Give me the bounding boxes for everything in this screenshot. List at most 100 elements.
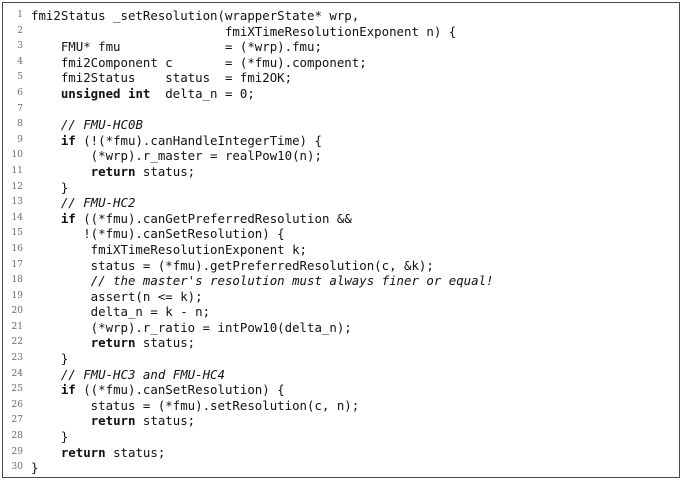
code-line: 27 return status; <box>3 413 679 429</box>
code-line: 3 FMU* fmu = (*wrp).fmu; <box>3 39 679 55</box>
code-line: 1 fmi2Status _setResolution(wrapperState*… <box>3 8 679 24</box>
code-line: 5 fmi2Status status = fmi2OK; <box>3 70 679 86</box>
keyword-token: return <box>90 413 136 429</box>
code-token <box>31 133 61 148</box>
line-number: 16 <box>11 243 23 254</box>
code-line: 16 fmiXTimeResolutionExponent k; <box>3 242 679 258</box>
code-line: 10 (*wrp).r_master = realPow10(n); <box>3 148 679 164</box>
code-line: 28 } <box>3 429 679 445</box>
code-line: 4 fmi2Component c = (*fmu).component; <box>3 55 679 71</box>
comment-token: // FMU-HC3 and FMU-HC4 <box>60 366 225 382</box>
code-token: status; <box>135 413 196 429</box>
code-text: } <box>31 351 68 367</box>
code-line: 18 // the master's resolution must alway… <box>3 273 679 289</box>
line-number: 22 <box>11 337 23 348</box>
code-line: 19 assert(n <= k); <box>3 289 679 305</box>
line-number: 11 <box>11 165 23 176</box>
line-number: 13 <box>11 197 23 208</box>
code-text: FMU* fmu = (*wrp).fmu; <box>31 39 322 55</box>
code-text: fmiXTimeResolutionExponent n) { <box>31 24 456 40</box>
code-token <box>31 195 61 210</box>
line-number: 29 <box>11 446 23 457</box>
code-token <box>31 164 91 179</box>
code-line: 15 !(*fmu).canSetResolution) { <box>3 226 679 242</box>
code-token: } <box>31 351 69 367</box>
code-line: 9 if (!(*fmu).canHandleIntegerTime) { <box>3 133 679 149</box>
keyword-token: if <box>60 382 76 398</box>
code-text: delta_n = k - n; <box>31 304 210 320</box>
line-number: 27 <box>11 415 23 426</box>
code-token <box>31 413 91 428</box>
code-token: ((*fmu).canGetPreferredResolution && <box>75 210 352 226</box>
line-number: 9 <box>17 134 23 145</box>
line-number: 12 <box>11 181 23 192</box>
line-number: 26 <box>11 399 23 410</box>
keyword-token: if <box>60 210 76 226</box>
code-token: status; <box>135 163 196 179</box>
code-token <box>31 211 61 226</box>
code-token: (*wrp).r_master = realPow10(n); <box>31 148 322 164</box>
code-line: 22 return status; <box>3 335 679 351</box>
line-number: 14 <box>11 212 23 223</box>
keyword-token: return <box>90 163 136 179</box>
code-text: // the master's resolution must always f… <box>31 273 494 289</box>
keyword-token: return <box>60 444 106 460</box>
code-token: fmiXTimeResolutionExponent k; <box>31 241 308 257</box>
code-text: status = (*fmu).getPreferredResolution(c… <box>31 258 434 274</box>
code-text: return status; <box>31 445 165 461</box>
code-token: fmiXTimeResolutionExponent n) { <box>31 23 457 39</box>
line-number: 1 <box>17 10 23 20</box>
code-token: } <box>31 429 69 445</box>
line-number: 15 <box>11 228 23 239</box>
code-text: return status; <box>31 413 195 429</box>
line-number: 25 <box>11 384 23 395</box>
code-line: 26 status = (*fmu).setResolution(c, n); <box>3 398 679 414</box>
code-token: (*wrp).r_ratio = intPow10(delta_n); <box>31 319 352 335</box>
code-text: (*wrp).r_master = realPow10(n); <box>31 148 322 164</box>
comment-token: // the master's resolution must always f… <box>90 273 494 289</box>
code-line: 25 if ((*fmu).canSetResolution) { <box>3 382 679 398</box>
code-token: status; <box>135 335 196 351</box>
comment-token: // FMU-HC2 <box>60 195 136 211</box>
line-number: 18 <box>11 275 23 286</box>
line-number: 2 <box>17 25 23 36</box>
keyword-token: return <box>90 335 136 351</box>
keyword-token: if <box>60 132 76 148</box>
code-line: 17 status = (*fmu).getPreferredResolutio… <box>3 258 679 274</box>
code-text: fmi2Component c = (*fmu).component; <box>31 55 367 71</box>
code-line: 21 (*wrp).r_ratio = intPow10(delta_n); <box>3 320 679 336</box>
line-number: 10 <box>11 150 23 161</box>
code-text: fmi2Status _setResolution(wrapperState* … <box>31 8 359 24</box>
code-line: 29 return status; <box>3 445 679 461</box>
code-token: ((*fmu).canSetResolution) { <box>75 382 285 398</box>
line-number: 4 <box>17 56 23 67</box>
line-number: 19 <box>11 290 23 301</box>
code-line: 30} <box>3 460 679 476</box>
code-line: 6 unsigned int delta_n = 0; <box>3 86 679 102</box>
code-token: delta_n = 0; <box>150 85 255 101</box>
code-token: (!(*fmu).canHandleIntegerTime) { <box>75 132 322 148</box>
code-text: assert(n <= k); <box>31 289 203 305</box>
code-token: fmi2Status _setResolution(wrapperState* … <box>31 8 360 23</box>
line-number: 24 <box>11 368 23 379</box>
code-text: // FMU-HC0B <box>31 117 143 133</box>
code-text: } <box>31 429 68 445</box>
code-token <box>31 382 61 397</box>
code-text: // FMU-HC2 <box>31 195 136 211</box>
line-number: 21 <box>11 321 23 332</box>
line-number: 5 <box>17 72 23 83</box>
code-token: status; <box>105 444 166 460</box>
line-number: 7 <box>17 103 23 114</box>
code-token: delta_n = k - n; <box>31 304 211 320</box>
code-text: // FMU-HC3 and FMU-HC4 <box>31 367 225 383</box>
keyword-token: unsigned int <box>60 85 151 101</box>
code-text: fmi2Status status = fmi2OK; <box>31 70 292 86</box>
code-token <box>31 117 61 132</box>
code-text: fmiXTimeResolutionExponent k; <box>31 242 307 258</box>
code-text: status = (*fmu).setResolution(c, n); <box>31 398 360 414</box>
code-line: 23 } <box>3 351 679 367</box>
line-number: 30 <box>11 462 23 473</box>
code-token: } <box>31 460 39 476</box>
line-number: 17 <box>11 259 23 270</box>
code-text: !(*fmu).canSetResolution) { <box>31 226 284 242</box>
